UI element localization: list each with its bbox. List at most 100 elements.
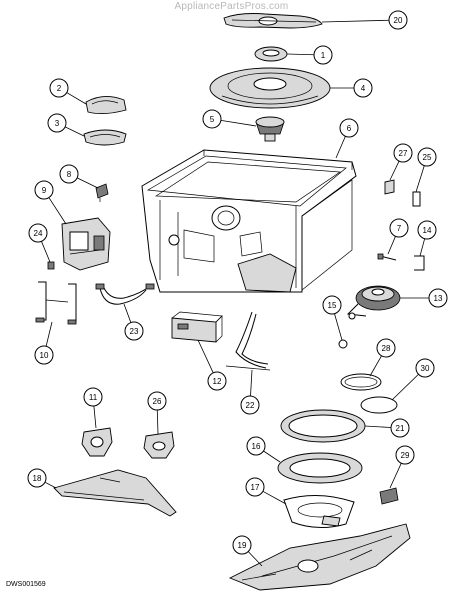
part-17-sump: [283, 494, 355, 528]
callout-circle: [83, 387, 103, 407]
callout-number: 19: [238, 541, 247, 550]
callout-number: 30: [421, 364, 430, 373]
callout-circle: [207, 371, 227, 391]
callout-circle: [417, 220, 437, 240]
callout-circle: [147, 391, 167, 411]
part-1-ring: [254, 46, 288, 62]
callout-circle: [395, 445, 415, 465]
callout-16: 16: [246, 436, 266, 456]
leader-line-18: [44, 481, 57, 489]
leader-line-23: [123, 303, 132, 323]
watermark: AppliancePartsPros.com: [174, 1, 289, 12]
callout-circle: [232, 535, 252, 555]
callout-circle: [376, 338, 396, 358]
callout-circle: [353, 78, 373, 98]
leader-line-5: [220, 120, 257, 127]
leader-line-14: [419, 238, 426, 257]
callout-circle: [49, 78, 69, 98]
callout-25: 25: [417, 147, 437, 167]
callout-24: 24: [28, 223, 48, 243]
part-3-seal: [83, 129, 127, 146]
callout-circle: [428, 288, 448, 308]
leader-line-11: [93, 405, 97, 429]
callout-10: 10: [34, 345, 54, 365]
leader-line-2: [66, 92, 87, 105]
callout-circle: [28, 223, 48, 243]
part-27-clip: [384, 179, 395, 195]
callout-number: 27: [399, 149, 408, 158]
part-8-clip: [95, 183, 109, 202]
callout-14: 14: [417, 220, 437, 240]
leader-line-1: [286, 53, 315, 56]
callout-circle: [313, 45, 333, 65]
callout-number: 23: [130, 327, 139, 336]
callout-circle: [240, 395, 260, 415]
part-14-clip: [414, 255, 425, 271]
callout-number: 15: [328, 301, 337, 310]
part-6-tub: [141, 149, 357, 293]
part-spray-arm: [223, 13, 323, 29]
callout-number: 3: [55, 119, 60, 128]
callout-circle: [417, 147, 437, 167]
callout-number: 8: [67, 170, 72, 179]
callout-29: 29: [395, 445, 415, 465]
callout-2: 2: [49, 78, 69, 98]
leader-line-9: [48, 197, 67, 225]
callout-circle: [389, 218, 409, 238]
callout-circle: [245, 477, 265, 497]
callout-circle: [124, 321, 144, 341]
leader-line-30: [391, 373, 419, 401]
leader-line-25: [415, 165, 425, 193]
callout-9: 9: [34, 180, 54, 200]
part-16-ring: [277, 452, 363, 484]
part-9-control-module: [61, 217, 111, 271]
leader-line-22: [250, 369, 253, 397]
callout-23: 23: [124, 321, 144, 341]
callout-number: 26: [153, 397, 162, 406]
callout-18: 18: [27, 468, 47, 488]
callout-13: 13: [428, 288, 448, 308]
callout-circle: [34, 180, 54, 200]
callout-number: 5: [210, 115, 215, 124]
callout-20: 20: [388, 10, 408, 30]
callout-number: 18: [33, 474, 42, 483]
leader-line-17: [262, 490, 287, 505]
part-19-base: [228, 523, 411, 591]
part-13-pump-motor: [346, 285, 401, 320]
callout-number: 28: [382, 344, 391, 353]
leader-line-28: [369, 355, 382, 377]
part-21-seal-ring: [280, 409, 366, 443]
callout-circle: [246, 436, 266, 456]
callout-number: 20: [394, 16, 403, 25]
callout-circle: [322, 295, 342, 315]
leader-line-24: [41, 241, 51, 263]
callout-number: 2: [57, 84, 62, 93]
part-18-rail: [53, 469, 177, 517]
callout-circle: [47, 113, 67, 133]
callout-number: 21: [396, 424, 405, 433]
callout-5: 5: [202, 109, 222, 129]
callout-circle: [27, 468, 47, 488]
callout-circle: [415, 358, 435, 378]
leader-line-16: [263, 450, 281, 463]
callout-number: 22: [246, 401, 255, 410]
part-23-wire-harness: [95, 283, 155, 305]
callout-30: 30: [415, 358, 435, 378]
callout-19: 19: [232, 535, 252, 555]
callout-3: 3: [47, 113, 67, 133]
part-5-impeller: [255, 116, 285, 142]
callout-number: 11: [89, 393, 98, 402]
part-7-pin: [377, 253, 397, 261]
callout-number: 9: [42, 186, 47, 195]
callout-number: 29: [401, 451, 410, 460]
callout-15: 15: [322, 295, 342, 315]
callout-17: 17: [245, 477, 265, 497]
leader-line-26: [156, 409, 159, 435]
callout-number: 7: [397, 224, 402, 233]
callout-7: 7: [389, 218, 409, 238]
leader-line-21: [364, 425, 392, 428]
callout-11: 11: [83, 387, 103, 407]
leader-line-15: [334, 313, 343, 341]
part-15-o-ring: [338, 339, 348, 349]
